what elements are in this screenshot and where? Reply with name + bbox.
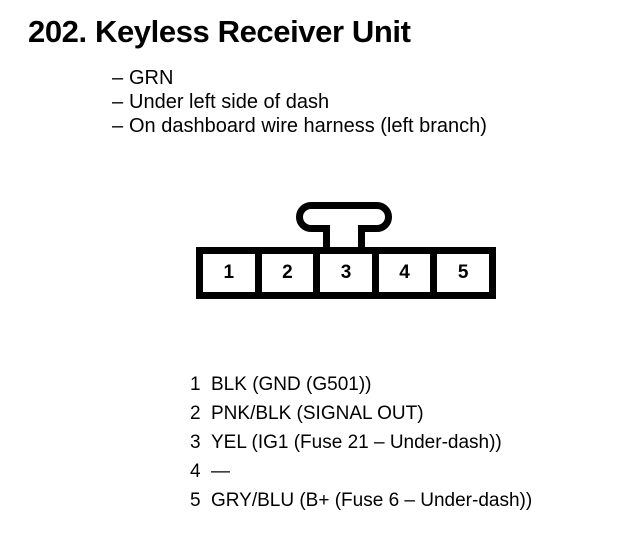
note-text: GRN <box>129 67 174 89</box>
note-item: –GRN <box>112 66 487 90</box>
pin-description: BLK (GND (G501)) <box>211 374 372 395</box>
cavity-number: 4 <box>399 262 410 283</box>
pin-description: PNK/BLK (SIGNAL OUT) <box>211 403 424 424</box>
connector-lock-tab-post-right <box>358 228 365 252</box>
notes-list: –GRN –Under left side of dash –On dashbo… <box>112 66 487 138</box>
connector-lock-tab-notch <box>330 224 358 236</box>
note-dash-icon: – <box>112 67 124 89</box>
pin-number: 2 <box>190 403 201 424</box>
connector-cavity-2: 2 <box>261 254 321 292</box>
pin-description: — <box>211 461 230 482</box>
pin-number: 3 <box>190 432 201 453</box>
cavity-number: 2 <box>282 262 293 283</box>
pin-legend-row: 3 YEL (IG1 (Fuse 21 – Under-dash)) <box>190 428 532 457</box>
pin-legend-row: 4— <box>190 457 532 486</box>
cavity-number: 1 <box>223 262 235 283</box>
connector-cavity-4: 4 <box>378 254 438 292</box>
pin-number: 4 <box>190 461 201 482</box>
note-dash-icon: – <box>112 91 124 113</box>
note-item: –On dashboard wire harness (left branch) <box>112 114 487 138</box>
connector-lock-tab-post-left <box>323 228 330 252</box>
pin-legend-row: 1 BLK (GND (G501)) <box>190 370 532 399</box>
connector-cavity-1: 1 <box>203 254 262 292</box>
note-text: On dashboard wire harness (left branch) <box>129 115 487 137</box>
connector-body: 1 2 3 4 5 <box>196 247 496 299</box>
entry-number: 202. <box>28 14 87 49</box>
note-item: –Under left side of dash <box>112 90 487 114</box>
connector-cavity-5: 5 <box>437 254 489 292</box>
note-dash-icon: – <box>112 115 124 137</box>
connector-cavity-3: 3 <box>320 254 379 292</box>
entry-title: Keyless Receiver Unit <box>94 14 411 49</box>
note-text: Under left side of dash <box>129 91 330 113</box>
pin-description: YEL (IG1 (Fuse 21 – Under-dash)) <box>211 432 502 453</box>
page-title: 202. Keyless Receiver Unit <box>28 14 411 49</box>
pin-number: 5 <box>190 490 201 511</box>
cavity-number: 5 <box>457 262 469 283</box>
pin-number: 1 <box>190 374 201 395</box>
connector-diagram: 1 2 3 4 5 <box>196 202 496 302</box>
pin-legend-row: 2 PNK/BLK (SIGNAL OUT) <box>190 399 532 428</box>
pin-description: GRY/BLU (B+ (Fuse 6 – Under-dash)) <box>211 490 533 511</box>
cavity-number: 3 <box>340 262 352 283</box>
pin-legend-row: 5 GRY/BLU (B+ (Fuse 6 – Under-dash)) <box>190 486 532 515</box>
